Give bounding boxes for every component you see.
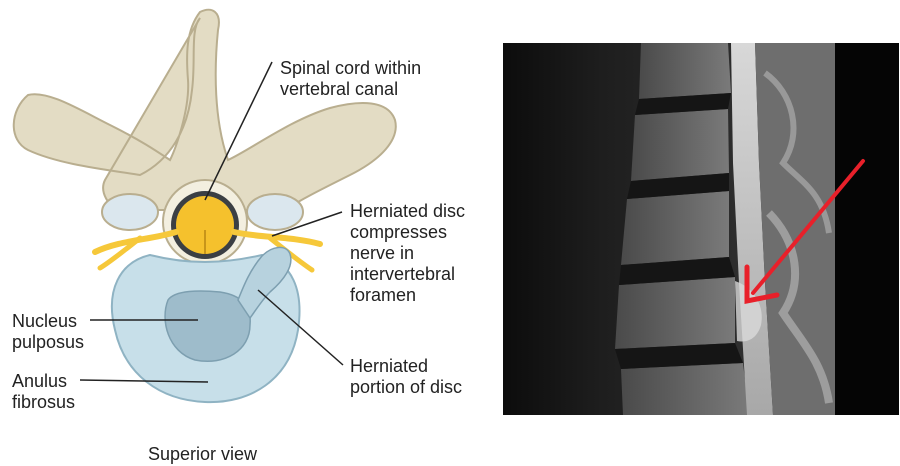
vertebral-body-3 bbox=[621, 191, 729, 265]
vertebral-body-1 bbox=[639, 43, 731, 99]
label-herniated-portion: Herniated portion of disc bbox=[350, 356, 462, 398]
label-spinal-cord: Spinal cord within vertebral canal bbox=[280, 58, 421, 100]
nucleus-pulposus bbox=[165, 291, 250, 361]
mri-right-margin bbox=[835, 43, 899, 415]
left-articular-process bbox=[102, 194, 158, 230]
label-nucleus-pulposus: Nucleus pulposus bbox=[12, 311, 84, 353]
vertebral-body-5 bbox=[621, 363, 749, 415]
right-articular-process bbox=[247, 194, 303, 230]
vertebral-body-2 bbox=[631, 109, 729, 181]
caption-superior-view: Superior view bbox=[148, 444, 257, 465]
vertebral-body-4 bbox=[615, 277, 735, 349]
label-herniated-compresses: Herniated disc compresses nerve in inter… bbox=[350, 201, 465, 306]
mri-image bbox=[503, 43, 899, 415]
label-anulus-fibrosus: Anulus fibrosus bbox=[12, 371, 75, 413]
